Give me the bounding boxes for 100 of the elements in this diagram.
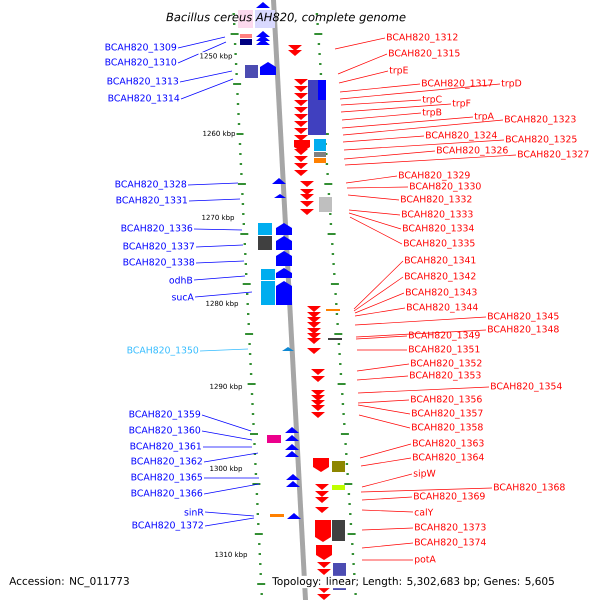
gene-label: BCAH820_1313 — [108, 77, 178, 87]
gene-label: BCAH820_1336 — [122, 224, 192, 234]
gene-label: BCAH820_1342 — [405, 272, 476, 282]
gene-label: BCAH820_1363 — [413, 439, 484, 449]
gene-label: BCAH820_1330 — [410, 182, 481, 192]
leader-line — [344, 150, 436, 160]
leader-line — [354, 292, 404, 314]
leader-line — [342, 116, 474, 128]
leader-line — [346, 176, 398, 184]
gene-label: BCAH820_1333 — [402, 210, 473, 220]
gene-label: trpE — [389, 66, 408, 76]
footer-text: Accession: NC_011773 — [8, 576, 131, 588]
gene-label: BCAH820_1362 — [132, 457, 202, 467]
leader-line — [180, 78, 234, 100]
gene-label: BCAH820_1353 — [410, 371, 481, 381]
leader-line — [360, 444, 412, 458]
leader-line — [340, 84, 500, 100]
leader-line — [204, 518, 254, 526]
leader-line — [204, 512, 254, 516]
leader-line — [354, 276, 404, 312]
gene-label: BCAH820_1349 — [409, 331, 480, 341]
leader-line — [358, 414, 410, 428]
leader-line — [340, 84, 420, 92]
gene-label: BCAH820_1344 — [407, 303, 478, 313]
gene-label: BCAH820_1324 — [426, 131, 497, 141]
gene-label: BCAH820_1343 — [406, 288, 477, 298]
gene-label: BCAH820_1350 — [128, 346, 198, 356]
leader-line — [348, 212, 402, 230]
gene-label: BCAH820_1327 — [518, 150, 589, 160]
gene-label: BCAH820_1366 — [132, 489, 202, 499]
leader-line — [204, 452, 258, 462]
leader-line — [180, 70, 232, 82]
leader-line — [356, 376, 408, 380]
leader-line — [348, 194, 400, 200]
leader-line — [358, 404, 410, 414]
title: Bacillus cereus AH820, complete genome — [166, 12, 406, 24]
footer-text: Topology: linear; Length: 5,302,683 bp; Genes: 5,605 — [271, 576, 556, 588]
leader-line — [194, 292, 252, 298]
gene-label: BCAH820_1309 — [106, 43, 176, 53]
gene-label: BCAH820_1323 — [505, 115, 576, 125]
gene-label: BCAH820_1310 — [106, 58, 176, 68]
leader-line — [344, 140, 504, 150]
gene-label: trpB — [422, 108, 442, 118]
gene-label: calY — [414, 508, 434, 516]
gene-label: sipW — [414, 470, 436, 478]
leader-line — [360, 488, 492, 492]
gene-label: BCAH820_1341 — [405, 256, 476, 266]
gene-label: BCAH820_1356 — [411, 395, 482, 405]
gene-label: BCAH820_1361 — [130, 442, 201, 452]
gene-label: sucA — [172, 294, 194, 300]
gene-label: BCAH820_1359 — [130, 410, 200, 420]
leader-line — [178, 36, 226, 48]
gene-label: BCAH820_1325 — [506, 135, 576, 145]
leader-line — [342, 120, 504, 136]
leader-line — [196, 260, 244, 264]
gene-label: BCAH820_1352 — [411, 359, 482, 369]
gene-label: trpA — [474, 112, 494, 122]
gene-label: BCAH820_1369 — [414, 492, 485, 502]
leader-line — [200, 348, 248, 352]
gene-label: odhB — [169, 276, 192, 284]
leader-line — [358, 386, 490, 394]
gene-label: BCAH820_1351 — [409, 345, 480, 355]
gene-label: BCAH820_1357 — [412, 409, 483, 419]
leader-line — [344, 154, 516, 166]
gene-label: sinR — [184, 508, 204, 516]
leader-line — [356, 336, 408, 340]
leader-line — [334, 38, 386, 50]
leader-line — [338, 70, 388, 84]
leader-line — [362, 474, 412, 488]
leader-line — [342, 136, 424, 142]
leader-line — [338, 54, 388, 74]
gene-label: BCAH820_1354 — [491, 382, 562, 392]
leader-line — [346, 186, 408, 188]
gene-label: BCAH820_1373 — [415, 523, 486, 533]
leader-line — [354, 308, 406, 316]
leader-line — [358, 400, 410, 404]
leader-line — [362, 542, 414, 548]
gene-label: BCAH820_1334 — [403, 224, 474, 234]
gene-label: BCAH820_1315 — [389, 49, 460, 59]
gene-label: BCAH820_1358 — [412, 423, 483, 433]
gene-label: BCAH820_1368 — [494, 483, 565, 493]
gene-label: BCAH820_1348 — [488, 325, 559, 335]
leader-line — [178, 42, 226, 64]
leader-line — [202, 414, 252, 432]
gene-label: BCAH820_1338 — [124, 258, 194, 268]
gene-label: BCAH820_1317 — [422, 79, 493, 89]
gene-label: BCAH820_1365 — [132, 473, 202, 483]
leader-line — [194, 276, 246, 280]
gene-label: BCAH820_1360 — [130, 426, 200, 436]
gene-label: BCAH820_1374 — [415, 538, 486, 548]
leader-line — [204, 484, 260, 494]
leader-line — [356, 364, 410, 372]
gene-label: BCAH820_1345 — [488, 312, 558, 322]
gene-label: potA — [415, 556, 436, 564]
gene-label: BCAH820_1332 — [401, 195, 472, 205]
leader-line — [362, 528, 414, 530]
leader-line — [348, 210, 400, 216]
gene-label: trpD — [501, 80, 522, 88]
leader-line — [340, 100, 422, 106]
gene-label: trpC — [422, 96, 442, 104]
